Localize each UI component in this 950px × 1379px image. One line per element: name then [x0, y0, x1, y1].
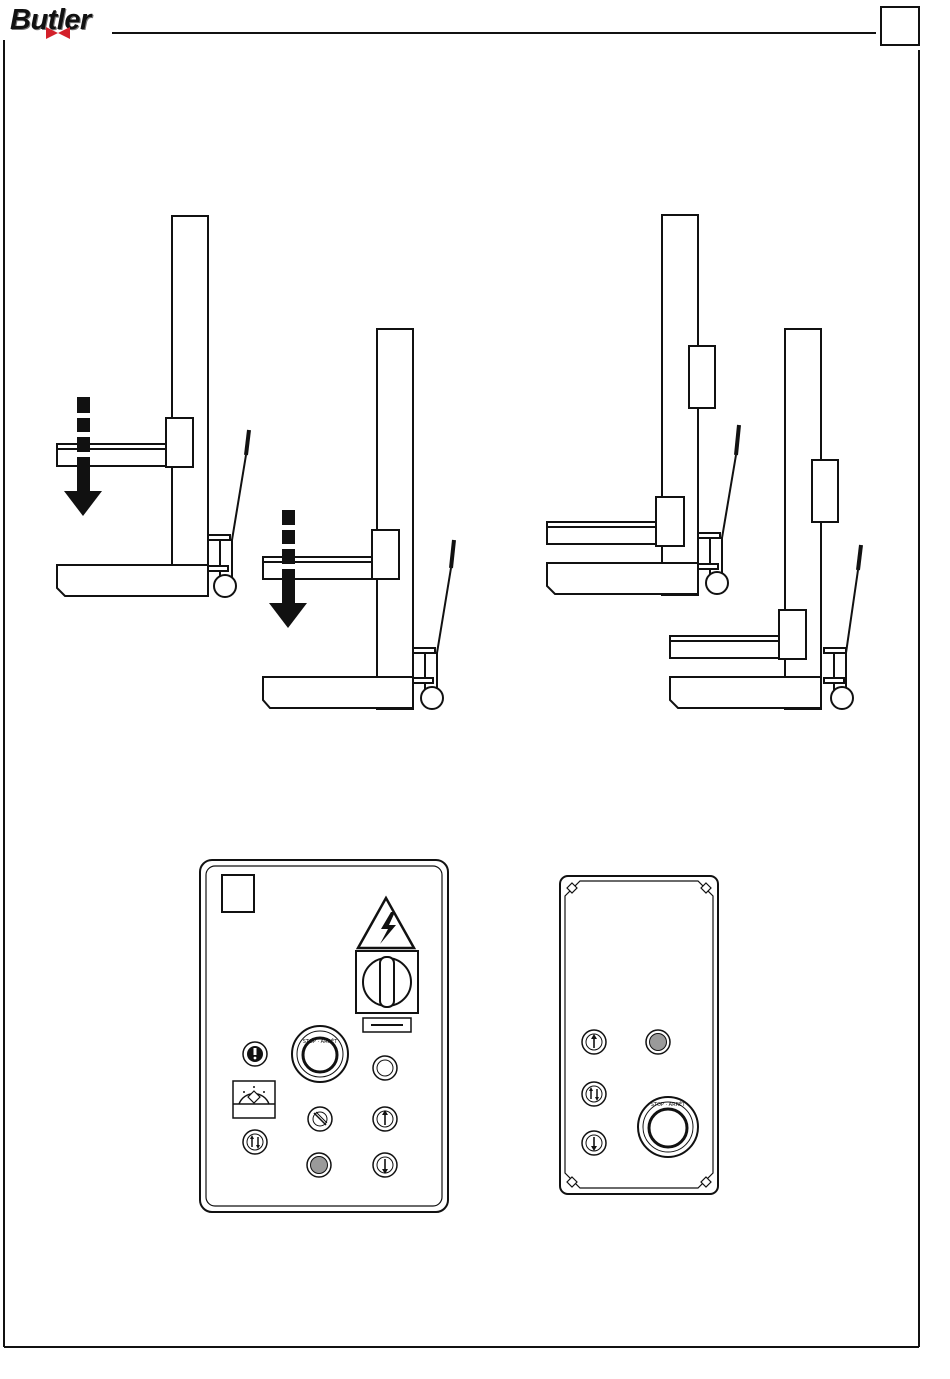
main-switch-icon[interactable]	[356, 951, 418, 1013]
sync-up-down-icon[interactable]	[243, 1130, 267, 1154]
logo-bowtie-icon	[46, 27, 70, 39]
white-light-icon	[373, 1056, 397, 1080]
down-button-icon[interactable]	[582, 1131, 606, 1155]
emergency-stop-icon[interactable]: STOP · ARRÊT	[292, 1026, 348, 1082]
emergency-stop-icon[interactable]: STOP · ARRÊT	[638, 1097, 698, 1157]
sync-up-down-icon[interactable]	[582, 1082, 606, 1106]
lift-raised-1	[547, 215, 739, 595]
main-control-panel: STOP · ARRÊT	[200, 860, 448, 1212]
gauge-icon	[233, 1081, 275, 1118]
emergency-ring-text: STOP · ARRÊT	[303, 1037, 338, 1045]
emergency-ring-text: STOP · ARRÊT	[651, 1100, 686, 1108]
down-button-icon[interactable]	[373, 1153, 397, 1177]
remote-control-panel: STOP · ARRÊT	[560, 876, 718, 1194]
grey-button-icon[interactable]	[646, 1030, 670, 1054]
page-number-box	[881, 7, 919, 45]
panel-label-box	[222, 875, 254, 912]
up-button-icon[interactable]	[373, 1107, 397, 1131]
grey-button-icon[interactable]	[307, 1153, 331, 1177]
lock-icon[interactable]	[308, 1107, 332, 1131]
alarm-light-icon	[243, 1042, 267, 1066]
up-button-icon[interactable]	[582, 1030, 606, 1054]
